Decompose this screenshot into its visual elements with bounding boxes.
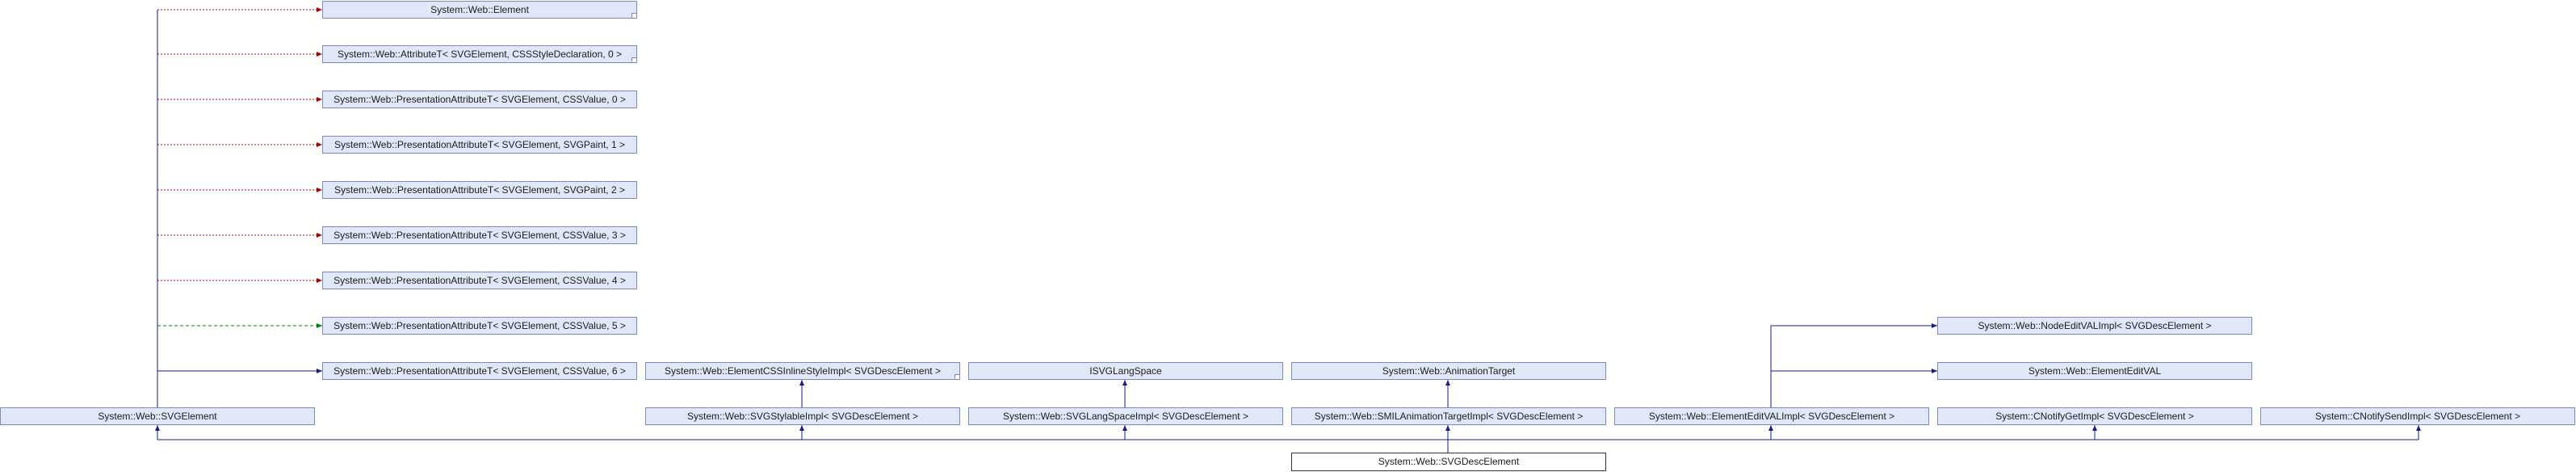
node-smil-animation-target-impl[interactable]: System::Web::SMILAnimationTargetImpl< SV… — [1291, 407, 1606, 425]
node-css-inline-style-impl[interactable]: System::Web::ElementCSSInlineStyleImpl< … — [645, 362, 960, 380]
node-css-inline-style-impl-label: System::Web::ElementCSSInlineStyleImpl< … — [665, 365, 941, 377]
node-element-editval-impl[interactable]: System::Web::ElementEditVALImpl< SVGDesc… — [1614, 407, 1929, 425]
node-animation-target-label: System::Web::AnimationTarget — [1382, 365, 1516, 377]
node-svg-langspace-impl[interactable]: System::Web::SVGLangSpaceImpl< SVGDescEl… — [968, 407, 1283, 425]
node-svg-element-label: System::Web::SVGElement — [98, 411, 217, 422]
node-isvg-langspace-label: ISVGLangSpace — [1089, 365, 1162, 377]
node-smil-animation-target-impl-label: System::Web::SMILAnimationTargetImpl< SV… — [1314, 411, 1584, 422]
node-presentation-css-6[interactable]: System::Web::PresentationAttributeT< SVG… — [322, 362, 637, 380]
node-presentation-css-4-label: System::Web::PresentationAttributeT< SVG… — [334, 275, 626, 286]
node-presentation-css-0-label: System::Web::PresentationAttributeT< SVG… — [334, 94, 626, 105]
node-presentation-css-6-label: System::Web::PresentationAttributeT< SVG… — [334, 365, 626, 377]
node-node-editval-impl-label: System::Web::NodeEditVALImpl< SVGDescEle… — [1978, 320, 2212, 331]
node-cnotify-send-impl[interactable]: System::CNotifySendImpl< SVGDescElement … — [2260, 407, 2575, 425]
node-cnotify-send-impl-label: System::CNotifySendImpl< SVGDescElement … — [2314, 411, 2521, 422]
node-svg-desc-element-label: System::Web::SVGDescElement — [1378, 456, 1520, 467]
node-svg-stylable-impl[interactable]: System::Web::SVGStylableImpl< SVGDescEle… — [645, 407, 960, 425]
node-presentation-paint-1[interactable]: System::Web::PresentationAttributeT< SVG… — [322, 136, 637, 154]
node-cnotify-get-impl[interactable]: System::CNotifyGetImpl< SVGDescElement > — [1937, 407, 2252, 425]
node-element-editval[interactable]: System::Web::ElementEditVAL — [1937, 362, 2252, 380]
node-attribute-css-label: System::Web::AttributeT< SVGElement, CSS… — [338, 48, 622, 60]
node-element-editval-label: System::Web::ElementEditVAL — [2028, 365, 2162, 377]
fold-corner — [631, 57, 636, 62]
node-isvg-langspace[interactable]: ISVGLangSpace — [968, 362, 1283, 380]
node-presentation-css-4[interactable]: System::Web::PresentationAttributeT< SVG… — [322, 272, 637, 289]
node-presentation-css-5[interactable]: System::Web::PresentationAttributeT< SVG… — [322, 317, 637, 335]
node-presentation-css-5-label: System::Web::PresentationAttributeT< SVG… — [334, 320, 626, 331]
node-svg-stylable-impl-label: System::Web::SVGStylableImpl< SVGDescEle… — [687, 411, 918, 422]
node-svg-langspace-impl-label: System::Web::SVGLangSpaceImpl< SVGDescEl… — [1003, 411, 1248, 422]
fold-corner — [954, 374, 959, 379]
node-svg-desc-element[interactable]: System::Web::SVGDescElement — [1291, 453, 1606, 471]
node-presentation-css-3-label: System::Web::PresentationAttributeT< SVG… — [334, 230, 626, 241]
node-presentation-paint-1-label: System::Web::PresentationAttributeT< SVG… — [334, 139, 625, 150]
node-animation-target[interactable]: System::Web::AnimationTarget — [1291, 362, 1606, 380]
node-presentation-paint-2-label: System::Web::PresentationAttributeT< SVG… — [334, 184, 625, 196]
node-presentation-css-0[interactable]: System::Web::PresentationAttributeT< SVG… — [322, 91, 637, 108]
node-presentation-paint-2[interactable]: System::Web::PresentationAttributeT< SVG… — [322, 181, 637, 199]
node-node-editval-impl[interactable]: System::Web::NodeEditVALImpl< SVGDescEle… — [1937, 317, 2252, 335]
fold-corner — [631, 13, 636, 18]
node-cnotify-get-impl-label: System::CNotifyGetImpl< SVGDescElement > — [1995, 411, 2194, 422]
node-element-editval-impl-label: System::Web::ElementEditVALImpl< SVGDesc… — [1648, 411, 1895, 422]
node-presentation-css-3[interactable]: System::Web::PresentationAttributeT< SVG… — [322, 226, 637, 244]
node-element[interactable]: System::Web::Element — [322, 1, 637, 19]
node-svg-element[interactable]: System::Web::SVGElement — [0, 407, 315, 425]
node-element-label: System::Web::Element — [430, 4, 529, 15]
node-attribute-css[interactable]: System::Web::AttributeT< SVGElement, CSS… — [322, 45, 637, 63]
